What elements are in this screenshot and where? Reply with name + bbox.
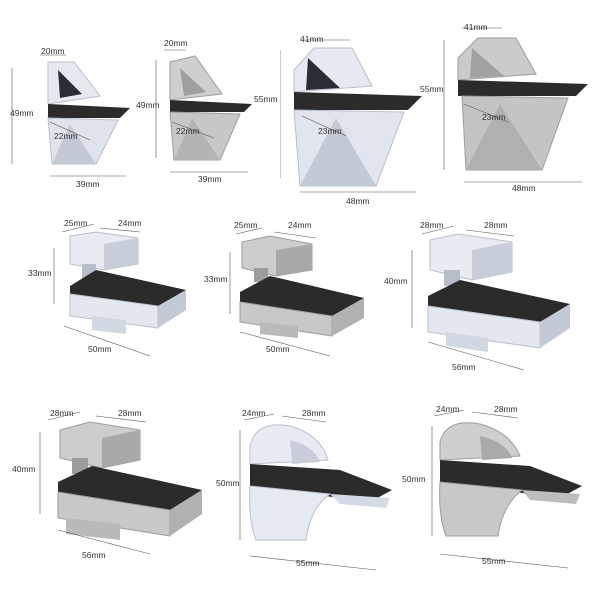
dim-label: 50mm — [216, 478, 240, 488]
dim-label: 22mm — [54, 131, 78, 141]
dim-label: 24mm — [288, 220, 312, 230]
dim-label: 24mm — [118, 218, 142, 228]
bracket-block-brushed-large — [39, 411, 202, 555]
dim-label: 48mm — [346, 196, 370, 206]
product-7: 28mm 28mm 40mm 56mm — [384, 210, 600, 390]
dim-label: 50mm — [266, 344, 290, 354]
bracket-block-chrome — [53, 223, 186, 357]
dim-label: 49mm — [136, 100, 160, 110]
dim-label: 41mm — [300, 34, 324, 44]
bracket-wedge-chrome-large — [280, 39, 422, 193]
dim-label: 55mm — [482, 556, 506, 566]
dim-label: 28mm — [50, 408, 74, 418]
dim-label: 25mm — [64, 218, 88, 228]
product-3: 41mm 55mm 23mm 48mm — [254, 0, 440, 210]
dim-label: 20mm — [164, 38, 188, 48]
dim-label: 40mm — [12, 464, 36, 474]
dim-label: 22mm — [176, 126, 200, 136]
dim-label: 55mm — [296, 558, 320, 568]
dim-label: 50mm — [88, 344, 112, 354]
dim-label: 39mm — [76, 179, 100, 189]
dim-label: 40mm — [384, 276, 408, 286]
dim-label: 56mm — [82, 550, 106, 560]
dim-label: 41mm — [464, 22, 488, 32]
product-5: 25mm 24mm 33mm 50mm — [0, 210, 200, 370]
product-6: 25mm 24mm 33mm 50mm — [200, 210, 400, 370]
bracket-block-chrome-large — [411, 225, 570, 371]
dim-label: 28mm — [118, 408, 142, 418]
dim-label: 24mm — [242, 408, 266, 418]
dim-label: 56mm — [452, 362, 476, 372]
dim-label: 55mm — [420, 84, 444, 94]
bracket-curved-brushed — [431, 409, 582, 569]
bracket-curved-chrome — [239, 413, 392, 571]
product-10: 24mm 28mm 50mm 55mm — [402, 390, 600, 580]
bracket-block-brushed — [229, 227, 364, 357]
bracket-wedge-brushed-small — [155, 49, 252, 173]
dim-label: 28mm — [494, 404, 518, 414]
dim-label: 24mm — [436, 404, 460, 414]
dim-label: 33mm — [204, 274, 228, 284]
dim-label: 23mm — [318, 126, 342, 136]
product-4: 41mm 55mm 23mm 48mm — [420, 0, 600, 210]
dim-label: 20mm — [41, 46, 65, 56]
dim-label: 55mm — [254, 94, 278, 104]
dim-label: 23mm — [482, 112, 506, 122]
product-9: 24mm 28mm 50mm 55mm — [216, 390, 410, 580]
dim-label: 49mm — [10, 108, 34, 118]
product-2: 20mm 49mm 22mm 39mm — [136, 0, 280, 200]
dim-label: 28mm — [484, 220, 508, 230]
bracket-wedge-chrome-small — [11, 54, 130, 177]
dim-label: 50mm — [402, 474, 426, 484]
dim-label: 39mm — [198, 174, 222, 184]
dim-label: 25mm — [234, 220, 258, 230]
bracket-wedge-brushed-large — [443, 27, 588, 183]
dim-label: 28mm — [302, 408, 326, 418]
dim-label: 33mm — [28, 268, 52, 278]
dim-label: 28mm — [420, 220, 444, 230]
product-8: 28mm 28mm 40mm 56mm — [0, 390, 220, 570]
dim-label: 48mm — [512, 183, 536, 193]
product-1: 20mm 49mm 22mm 39mm — [0, 0, 140, 200]
